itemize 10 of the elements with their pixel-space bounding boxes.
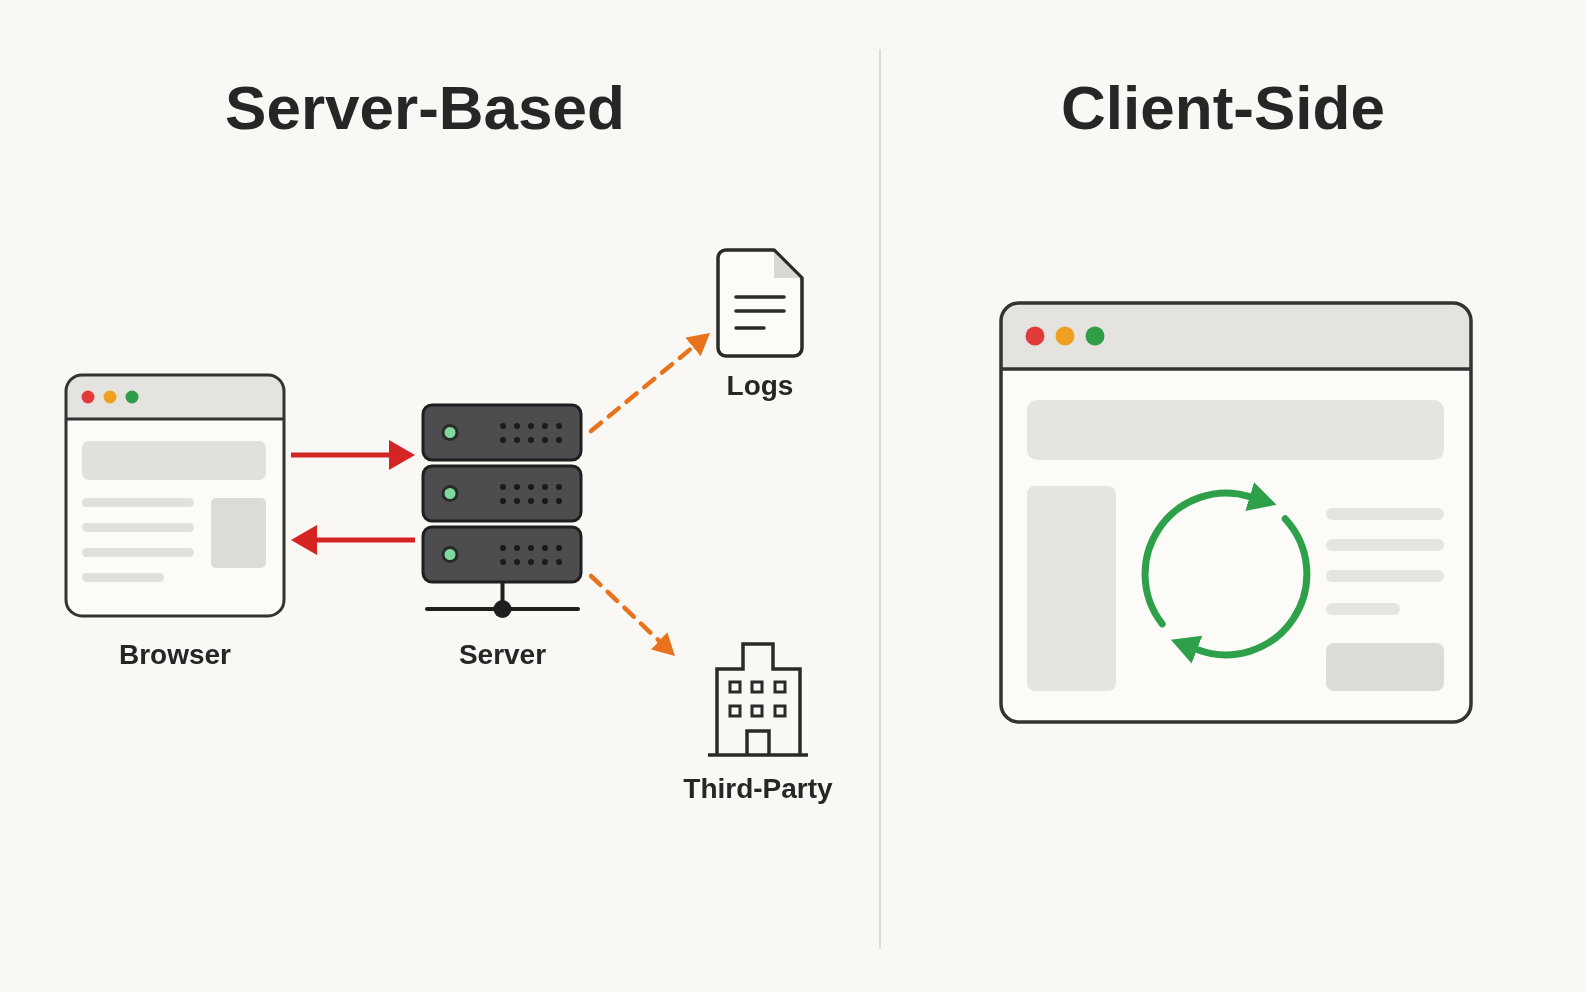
node-label: Logs [726, 369, 794, 403]
arrow [291, 525, 415, 555]
arrow [291, 440, 415, 470]
node-label: Third-Party [683, 772, 833, 806]
panel-heading: Client-Side [1061, 72, 1385, 144]
node-label: Server [458, 638, 547, 672]
dashed-arrow [588, 573, 678, 659]
panel-heading: Server-Based [225, 72, 625, 144]
node-label: Browser [118, 638, 231, 672]
dashed-arrow [588, 330, 713, 434]
